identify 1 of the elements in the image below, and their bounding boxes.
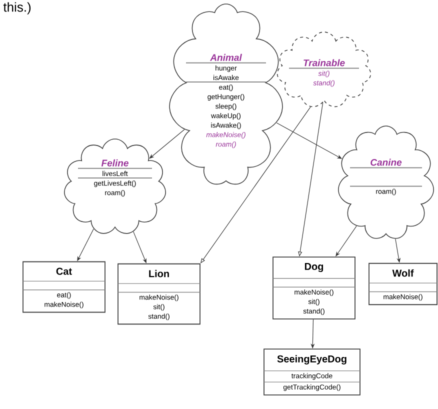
caption-fragment: this.) <box>3 2 31 14</box>
